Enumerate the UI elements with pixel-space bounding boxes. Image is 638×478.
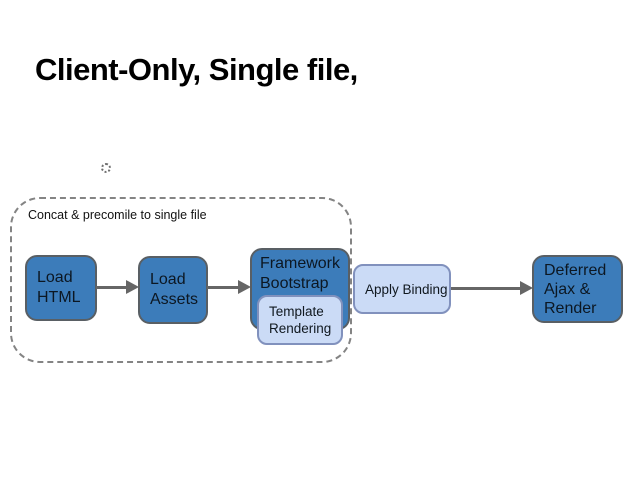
dotted-circle-marker	[101, 163, 111, 173]
arrow-head-icon	[238, 280, 251, 294]
arrow-load-html-to-load-assets	[96, 280, 139, 294]
arrow-head-icon	[520, 281, 533, 295]
node-apply-binding: Apply Binding	[353, 264, 451, 314]
slide-title: Client-Only, Single file,	[35, 52, 358, 87]
arrow-load-assets-to-framework-bootstrap	[207, 280, 251, 294]
concat-group-container	[10, 197, 352, 363]
arrow-shaft	[207, 285, 240, 289]
arrow-shaft	[451, 286, 522, 290]
arrow-apply-binding-to-deferred	[451, 281, 533, 295]
node-load-assets: Load Assets	[138, 256, 208, 324]
concat-group-label: Concat & precomile to single file	[28, 208, 207, 222]
node-load-html: Load HTML	[25, 255, 97, 321]
arrow-head-icon	[126, 280, 139, 294]
arrow-shaft	[96, 285, 128, 289]
node-deferred-ajax-render: Deferred Ajax & Render	[532, 255, 623, 323]
node-template-rendering: Template Rendering	[257, 295, 343, 345]
